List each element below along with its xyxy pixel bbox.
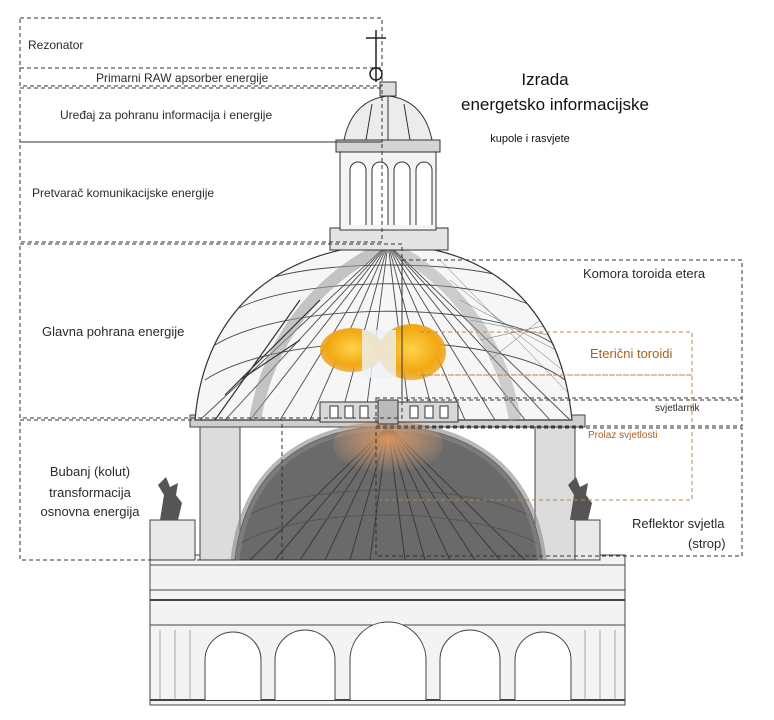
label-primarni-apsorber: Primarni RAW apsorber energije [96,71,269,85]
label-komora-toroida: Komora toroida etera [583,266,706,281]
label-glavna-pohrana: Glavna pohrana energije [42,324,185,339]
oculus-platform [319,399,459,425]
label-bubanj-2: transformacija [49,485,131,500]
label-bubanj-3: osnovna energija [40,504,140,519]
title-line-3: kupole i rasvjete [490,133,570,145]
statues [158,477,592,520]
label-reflektor-2: (strop) [688,536,726,551]
etheric-toroids [320,324,446,380]
annotation-boxes [19,17,743,561]
lantern [329,81,449,251]
label-rezonator: Rezonator [28,38,84,52]
label-bubanj-1: Bubanj (kolut) [49,464,131,479]
title-line-1: Izrada [521,70,569,89]
label-pretvarac: Pretvarač komunikacijske energije [32,186,215,200]
label-uredaj-pohrana: Uređaj za pohranu informacija i energije [60,108,273,122]
label-prolaz-svjetlosti: Prolaz svjetlosti [588,430,658,441]
building-base [149,554,626,706]
title-line-2: energetsko informacijske [460,95,650,114]
label-svjetlarnik: svjetlarnik [655,403,700,414]
inner-dome [230,417,547,561]
toroid-annotation-boxes [380,331,693,501]
label-etericni-toroidi: Eterični toroidi [590,346,673,361]
label-reflektor-1: Reflektor svjetla [632,516,725,531]
resonator-cross [366,30,386,82]
